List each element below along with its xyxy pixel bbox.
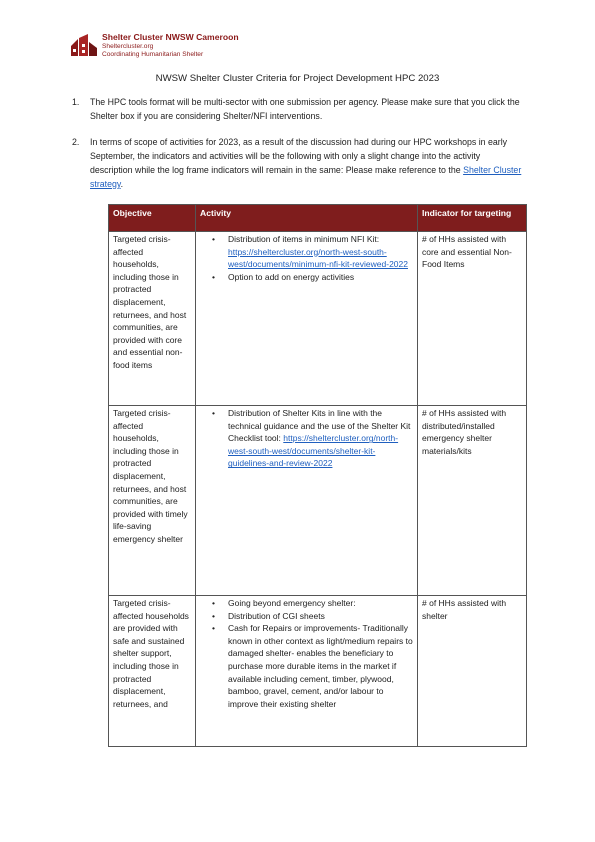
table-row: Targeted crisis-affected households, inc… — [108, 405, 527, 596]
bullet-icon: • — [212, 408, 215, 418]
shelter-cluster-strategy-link[interactable]: Shelter Cluster strategy — [90, 165, 522, 189]
shelter-kit-link[interactable]: https://sheltercluster.org/north-west-so… — [228, 433, 399, 469]
shelter-cluster-logo — [71, 34, 97, 56]
indicator-cell: # of HHs assisted with shelter — [417, 595, 527, 747]
org-name: Shelter Cluster NWSW Cameroon — [102, 32, 239, 42]
indicator-cell: # of HHs assisted with distributed/insta… — [417, 405, 527, 596]
header-activity: Activity — [195, 204, 418, 232]
objective-cell: Targeted crisis-affected households, inc… — [108, 405, 196, 596]
page-header: Shelter Cluster NWSW Cameroon Shelterclu… — [70, 32, 310, 62]
activity-list: •Distribution of items in minimum NFI Ki… — [212, 233, 413, 283]
paragraph-number: 1. — [72, 97, 80, 107]
objective-cell: Targeted crisis-affected households are … — [108, 595, 196, 747]
criteria-table: Objective Activity Indicator for targeti… — [108, 204, 527, 747]
activity-cell: •Distribution of items in minimum NFI Ki… — [195, 231, 418, 406]
bullet-icon: • — [212, 623, 215, 634]
activity-list: •Distribution of Shelter Kits in line wi… — [212, 407, 413, 470]
header-indicator: Indicator for targeting — [417, 204, 527, 232]
document-title: NWSW Shelter Cluster Criteria for Projec… — [155, 73, 440, 84]
bullet-icon: • — [212, 271, 215, 282]
activity-item: •Cash for Repairs or improvements- Tradi… — [212, 623, 413, 709]
bullet-icon: • — [212, 598, 215, 608]
paragraph-number: 2. — [72, 137, 80, 147]
activity-list: •Going beyond emergency shelter: •Distri… — [212, 597, 413, 710]
nfi-kit-link[interactable]: https://sheltercluster.org/north-west-so… — [228, 246, 408, 270]
paragraph-text: In terms of scope of activities for 2023… — [90, 137, 508, 175]
paragraph-text: The HPC tools format will be multi-secto… — [90, 97, 520, 121]
activity-item: •Distribution of items in minimum NFI Ki… — [212, 234, 408, 270]
paragraph-text-end: . — [120, 179, 124, 189]
activity-item: •Option to add on energy activities — [212, 271, 355, 282]
table-row: Targeted crisis-affected households, inc… — [108, 231, 527, 406]
org-website[interactable]: Sheltercluster.org — [102, 43, 154, 50]
objective-cell: Targeted crisis-affected households, inc… — [108, 231, 196, 406]
indicator-cell: # of HHs assisted with core and essentia… — [417, 231, 527, 406]
header-objective: Objective — [108, 204, 196, 232]
table-row: Targeted crisis-affected households are … — [108, 595, 527, 747]
table-header-row: Objective Activity Indicator for targeti… — [108, 204, 527, 232]
org-tagline: Coordinating Humanitarian Shelter — [102, 51, 204, 58]
activity-item: •Distribution of Shelter Kits in line wi… — [212, 408, 411, 469]
bullet-icon: • — [212, 234, 215, 244]
activity-cell: •Distribution of Shelter Kits in line wi… — [195, 405, 418, 596]
bullet-icon: • — [212, 610, 215, 621]
paragraph-2: 2. In terms of scope of activities for 2… — [72, 135, 525, 191]
activity-item: •Distribution of CGI sheets — [212, 610, 325, 621]
activity-item: •Going beyond emergency shelter: — [212, 598, 356, 608]
paragraph-1: 1. The HPC tools format will be multi-se… — [72, 95, 525, 123]
activity-cell: •Going beyond emergency shelter: •Distri… — [195, 595, 418, 747]
